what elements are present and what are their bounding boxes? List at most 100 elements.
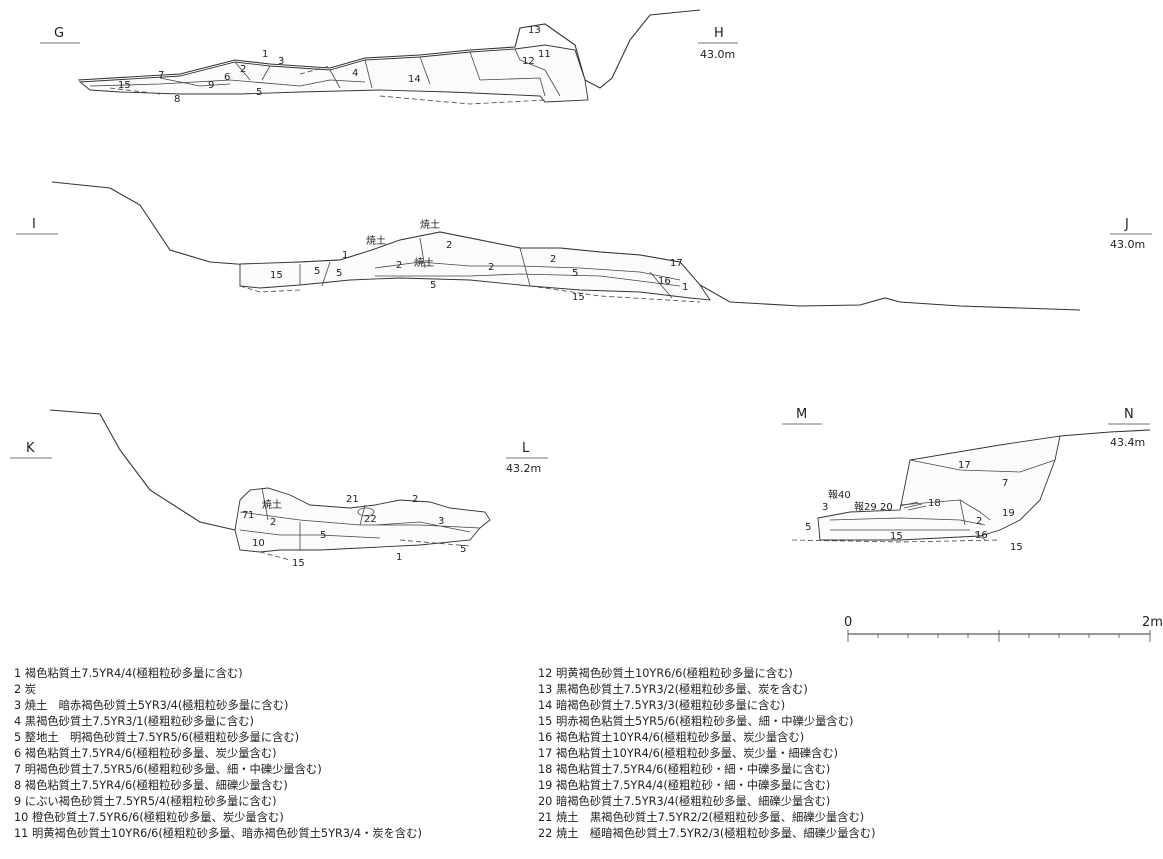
legend-item: 12 明黄褐色砂質土10YR6/6(極粗粒砂多量に含む) [538,667,793,680]
section-ij-layer: 16 [658,276,671,287]
section-kl-layer: 2 [412,494,418,505]
section-mn-fill [817,435,1061,541]
section-kl-layer: 2 [270,517,276,528]
section-kl-layer: 10 [252,538,265,549]
section-mn-base-line [791,539,1001,543]
section-gh-fill [78,44,589,103]
section-ij: I J 43.0m 1 1 2 2 2 2 5 5 5 5 15 15 16 1… [16,181,1152,311]
legend-item: 11 明黄褐色砂質土10YR6/6(極粗粒砂多量、暗赤褐色砂質土5YR3/4・炭… [14,827,422,840]
section-gh: G H 43.0m 1 2 3 4 5 6 7 8 9 11 12 13 14 … [40,9,738,105]
section-ij-right-letter: J [1124,217,1129,232]
section-ij-layer: 5 [336,268,342,279]
legend-item: 18 褐色粘質土7.5YR4/6(極粗粒砂・細・中礫多量に含む) [538,763,831,776]
legend-item: 9 にぶい褐色砂質土7.5YR5/4(極粗粒砂多量に含む) [14,795,277,808]
legend-item: 1 褐色粘質土7.5YR4/4(極粗粒砂多量に含む) [14,667,243,680]
section-mn-find-ho29: 報29 [854,501,877,513]
section-kl-elevation: 43.2m [506,462,541,475]
section-ij-layer: 1 [342,250,348,261]
section-mn-find-ho40: 報40 [828,489,851,501]
legend-item: 21 焼土 黒褐色砂質土7.5YR2/2(極粗粒砂多量、細礫少量含む) [538,811,865,824]
legend-item: 5 整地土 明褐色砂質土7.5YR5/6(極粗粒砂多量に含む) [14,731,300,744]
section-kl-charcoal-mark [357,507,375,517]
section-mn-layer: 16 [975,530,988,541]
section-gh-layer: 3 [278,56,284,67]
section-mn-layer: 17 [958,460,971,471]
section-gh-layer: 11 [538,49,551,60]
legend-item: 15 明赤褐色粘質土5YR5/6(極粗粒砂多量、細・中礫少量含む) [538,715,854,728]
section-gh-layer: 13 [528,25,541,36]
legend-column-left: 1 褐色粘質土7.5YR4/4(極粗粒砂多量に含む) 2 炭 3 焼土 暗赤褐色… [14,666,422,842]
scale-start-label: 0 [844,615,852,630]
legend-item: 16 褐色粘質土10YR4/6(極粗粒砂多量、炭少量含む) [538,731,805,744]
section-gh-layer: 7 [158,70,164,81]
section-gh-left-letter: G [54,26,64,41]
section-mn-layer: 5 [805,522,811,533]
legend-item: 20 暗褐色砂質土7.5YR3/4(極粗粒砂多量、細礫少量含む) [538,795,831,808]
section-ij-layer: 1 [682,282,688,293]
section-kl-layer: 3 [438,516,444,527]
section-kl: K L 43.2m 1 1 2 2 3 5 5 7 10 15 21 22 焼土 [10,409,548,569]
legend-item: 8 褐色粘質土7.5YR4/6(極粗粒砂多量、細礫少量含む) [14,779,288,792]
section-mn-ground [1059,429,1151,437]
section-gh-layer: 8 [174,94,180,105]
section-gh-layer: 9 [208,80,214,91]
section-gh-layer: 1 [262,49,268,60]
section-ij-layer: 2 [396,260,402,271]
section-mn-elevation: 43.4m [1110,436,1145,449]
section-gh-layer: 4 [352,68,358,79]
section-ij-layer: 15 [572,292,585,303]
section-gh-right-letter: H [714,26,724,41]
legend-item: 19 褐色粘質土7.5YR4/4(極粗粒砂・細・中礫多量に含む) [538,779,831,792]
section-gh-elevation: 43.0m [700,48,735,61]
section-mn-hatch [899,501,927,511]
section-ij-yakido: 焼土 [366,234,386,247]
section-kl-ground [49,409,236,531]
section-mn-layer: 15 [890,531,903,542]
legend-item: 4 黒褐色砂質土7.5YR3/1(極粗粒砂多量に含む) [14,715,254,728]
scale-bar: 0 2m [844,615,1163,642]
section-ij-base-line [239,285,701,303]
section-mn-layer: 18 [928,498,941,509]
section-kl-layer: 15 [292,558,305,569]
section-kl-yakido: 焼土 [262,498,282,511]
section-mn-layer: 15 [1010,542,1023,553]
section-kl-boundaries [239,487,481,550]
section-mn-layer: 20 [880,502,893,513]
legend-item: 7 明褐色砂質土7.5YR5/6(極粗粒砂多量、細・中礫少量含む) [14,763,322,776]
section-kl-layer: 5 [460,544,466,555]
section-gh-layer: 6 [224,72,230,83]
legend-item: 13 黒褐色砂質土7.5YR3/2(極粗粒砂多量、炭を含む) [538,683,808,696]
section-mn-layer: 3 [822,502,828,513]
section-kl-layer: 5 [320,530,326,541]
legend-item: 6 褐色粘質土7.5YR4/6(極粗粒砂多量、炭少量含む) [14,747,277,760]
section-mn-layer: 7 [1002,478,1008,489]
section-gh-boundaries [89,48,561,97]
section-mn-layer: 2 [976,516,982,527]
section-kl-right-letter: L [522,441,530,456]
section-kl-layer: 21 [346,494,359,505]
section-kl-layer: 7 [242,510,248,521]
legend-item: 10 橙色砂質土7.5YR6/6(極粗粒砂多量、炭少量含む) [14,811,284,824]
legend-item: 3 焼土 暗赤褐色砂質土5YR3/4(極粗粒砂多量に含む) [14,699,289,712]
section-mn-layer: 19 [1002,508,1015,519]
section-ij-elevation: 43.0m [1110,238,1145,251]
legend-item: 22 焼土 極暗褐色砂質土7.5YR2/3(極粗粒砂多量、細礫少量含む) [538,827,876,840]
section-ij-layer: 5 [430,280,436,291]
scale-ticks [847,630,1151,642]
section-gh-layer: 15 [118,80,131,91]
section-kl-left-letter: K [26,441,35,456]
section-ij-yakido: 焼土 [414,256,434,269]
section-ij-boundaries [299,237,681,299]
section-gh-base-line [109,65,546,105]
section-ij-layer: 5 [572,268,578,279]
legend-item: 17 褐色粘質土10YR4/6(極粗粒砂多量、炭少量・細礫含む) [538,747,839,760]
section-ij-yakido: 焼土 [420,218,440,231]
section-gh-ground [77,9,701,89]
section-gh-layer: 5 [256,87,262,98]
section-mn: M N 43.4m 2 3 5 7 15 15 16 17 18 19 20 報… [782,407,1151,553]
section-kl-layer: 1 [396,552,402,563]
legend-item: 2 炭 [14,683,37,696]
section-ij-left-letter: I [32,217,36,232]
section-ij-layer: 15 [270,270,283,281]
